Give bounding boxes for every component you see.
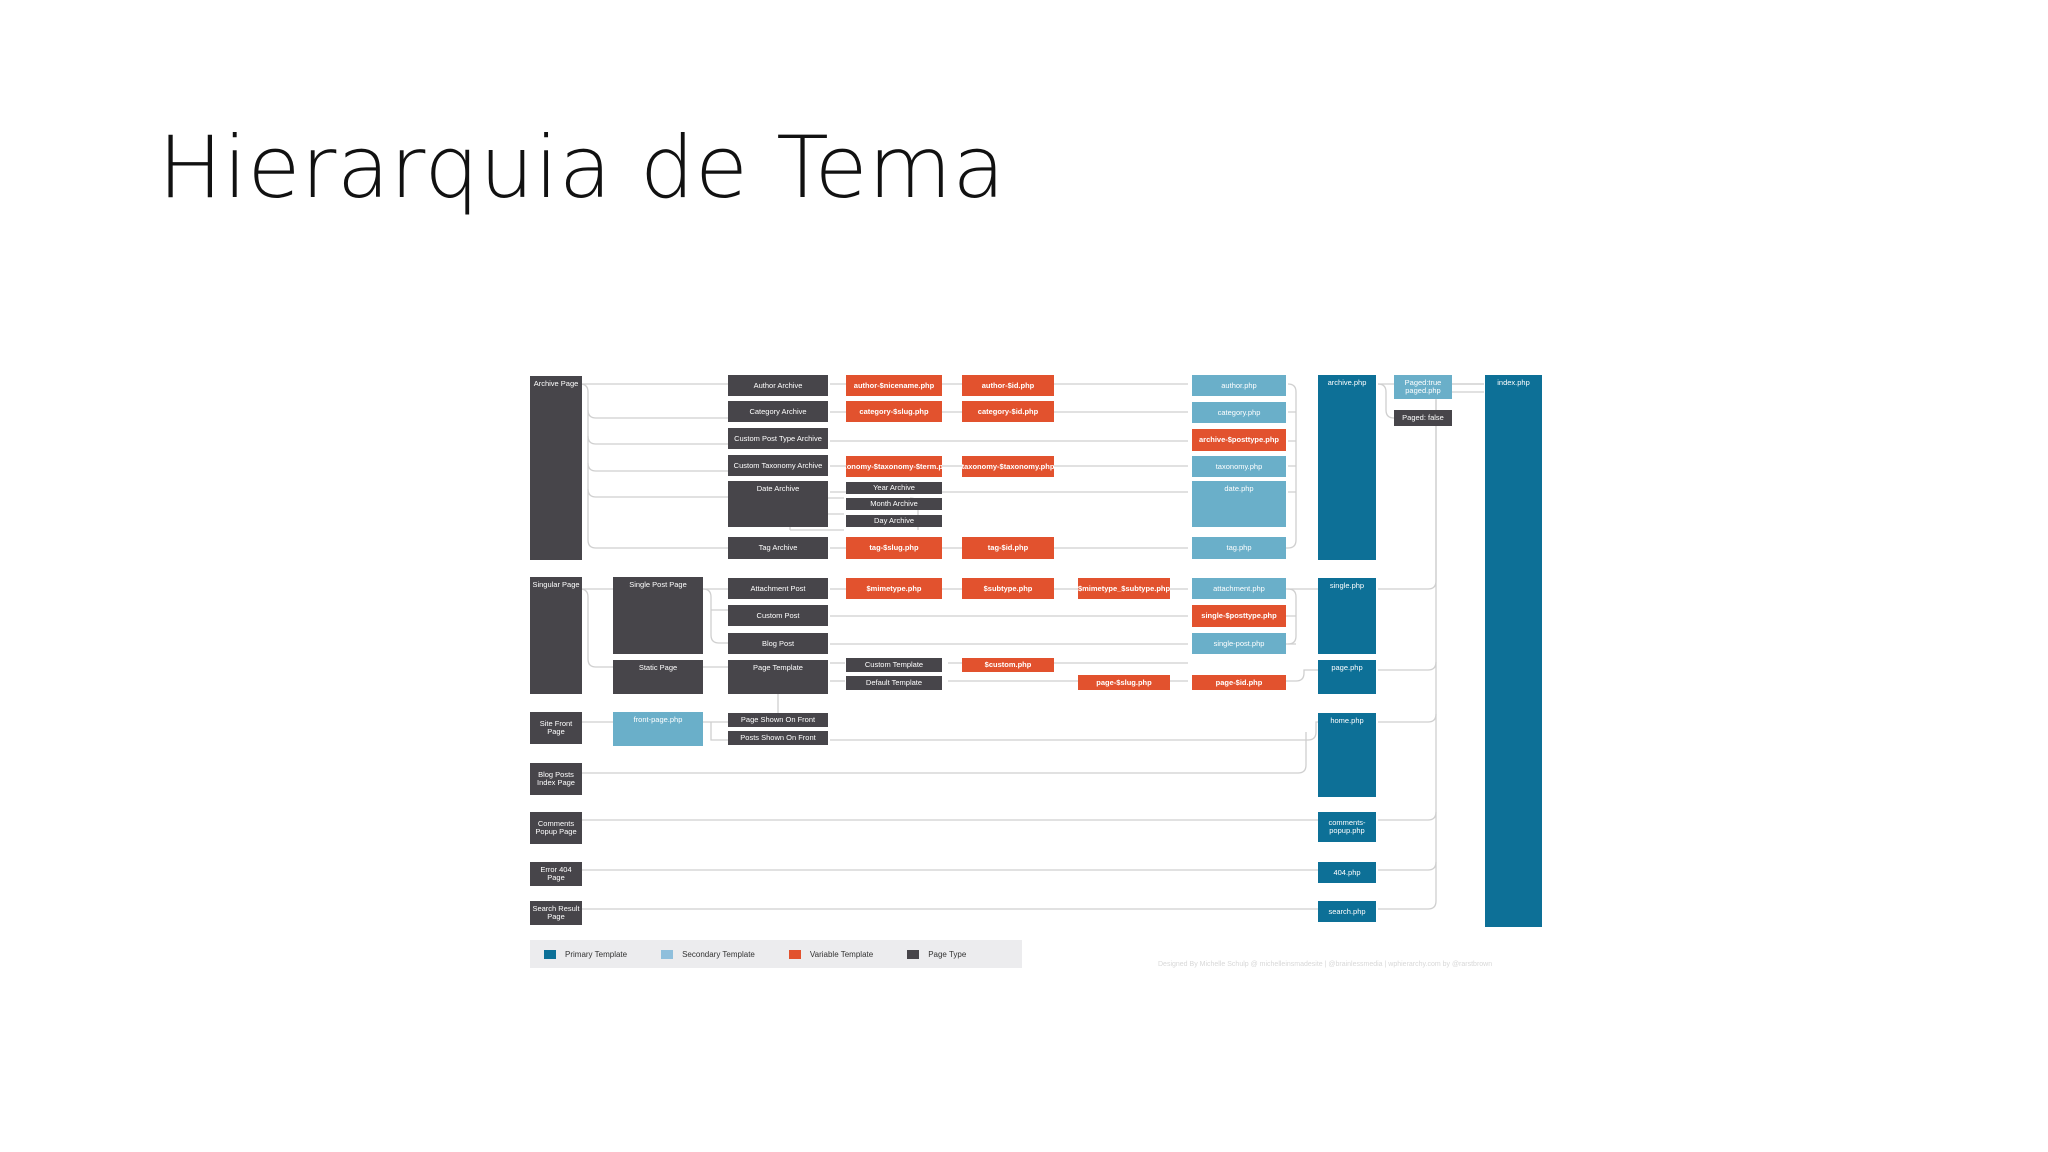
blog-posts-index-page-box: Blog Posts Index Page: [530, 763, 582, 795]
single-php-box: single.php: [1318, 578, 1376, 654]
tag-php-box: tag.php: [1192, 537, 1286, 559]
page-php-box: page.php: [1318, 660, 1376, 694]
author-php-box: author.php: [1192, 375, 1286, 396]
taxonomy-taxonomy-box: taxonomy-$taxonomy.php: [962, 456, 1054, 477]
page-id-box: page-$id.php: [1192, 675, 1286, 690]
custom-post-type-archive-box: Custom Post Type Archive: [728, 428, 828, 449]
comments-popup-page-box: Comments Popup Page: [530, 812, 582, 844]
error-404-page-box: Error 404 Page: [530, 862, 582, 886]
index-php-box: index.php: [1485, 375, 1542, 927]
default-template-box: Default Template: [846, 676, 942, 690]
day-archive-box: Day Archive: [846, 515, 942, 527]
author-nicename-box: author-$nicename.php: [846, 375, 942, 396]
category-php-box: category.php: [1192, 402, 1286, 423]
mimetype-subtype-box: $mimetype_$subtype.php: [1078, 578, 1170, 599]
month-archive-box: Month Archive: [846, 498, 942, 510]
home-php-box: home.php: [1318, 713, 1376, 797]
attachment-post-box: Attachment Post: [728, 578, 828, 599]
tag-id-box: tag-$id.php: [962, 537, 1054, 559]
archive-php-box: archive.php: [1318, 375, 1376, 560]
page-slug-box: page-$slug.php: [1078, 675, 1170, 690]
taxonomy-taxonomy-term-box: taxonomy-$taxonomy-$term.php: [846, 456, 942, 477]
custom-taxonomy-archive-box: Custom Taxonomy Archive: [728, 455, 828, 476]
date-archive-box: Date Archive: [728, 481, 828, 527]
front-page-php-box: front-page.php: [613, 712, 703, 746]
mimetype-box: $mimetype.php: [846, 578, 942, 599]
legend-item-secondary: Secondary Template: [661, 949, 755, 959]
legend-swatch-primary: [544, 949, 556, 959]
search-php-box: search.php: [1318, 901, 1376, 922]
tag-archive-box: Tag Archive: [728, 537, 828, 559]
legend-swatch-page-type: [907, 949, 920, 959]
static-page-box: Static Page: [613, 660, 703, 694]
custom-template-box: Custom Template: [846, 658, 942, 672]
404-php-box: 404.php: [1318, 862, 1376, 883]
date-php-box: date.php: [1192, 481, 1286, 527]
legend-label-variable: Variable Template: [809, 949, 874, 959]
paged-false-box: Paged: false: [1394, 410, 1452, 426]
posts-shown-on-front-box: Posts Shown On Front: [728, 731, 828, 745]
custom-post-box: Custom Post: [728, 605, 828, 626]
blog-post-box: Blog Post: [728, 633, 828, 654]
legend-swatch-secondary: [661, 949, 674, 959]
paged-true-box: Paged:true paged.php: [1394, 375, 1452, 399]
tag-slug-box: tag-$slug.php: [846, 537, 942, 559]
category-slug-box: category-$slug.php: [846, 401, 942, 422]
legend-label-secondary: Secondary Template: [682, 949, 755, 959]
legend-item-primary: Primary Template: [544, 949, 628, 959]
legend-label-page-type: Page Type: [928, 949, 967, 959]
attachment-php-box: attachment.php: [1192, 578, 1286, 599]
archive-posttype-box: archive-$posttype.php: [1192, 429, 1286, 451]
subtype-box: $subtype.php: [962, 578, 1054, 599]
single-post-php-box: single-post.php: [1192, 633, 1286, 654]
template-hierarchy-diagram: Archive Page Singular Page Site Front Pa…: [528, 370, 1542, 970]
legend-item-page-type: Page Type: [907, 949, 967, 959]
custom-php-box: $custom.php: [962, 658, 1054, 672]
author-id-box: author-$id.php: [962, 375, 1054, 396]
legend-label-primary: Primary Template: [565, 949, 628, 959]
taxonomy-php-box: taxonomy.php: [1192, 456, 1286, 477]
page-shown-on-front-box: Page Shown On Front: [728, 713, 828, 727]
archive-page-box: Archive Page: [530, 376, 582, 560]
diagram-credit: Designed By Michelle Schulp @ michellein…: [1158, 961, 1493, 968]
category-id-box: category-$id.php: [962, 401, 1054, 422]
site-front-page-box: Site Front Page: [530, 712, 582, 744]
diagram-legend: Primary Template Secondary Template Vari…: [530, 940, 1022, 968]
author-archive-box: Author Archive: [728, 375, 828, 396]
year-archive-box: Year Archive: [846, 482, 942, 494]
legend-item-variable: Variable Template: [788, 949, 874, 959]
singular-page-box: Singular Page: [530, 577, 582, 694]
single-post-page-box: Single Post Page: [613, 577, 703, 654]
search-result-page-box: Search Result Page: [530, 901, 582, 925]
legend-swatch-variable: [788, 949, 801, 959]
category-archive-box: Category Archive: [728, 401, 828, 422]
single-posttype-box: single-$posttype.php: [1192, 605, 1286, 627]
comments-popup-php-box: comments-popup.php: [1318, 812, 1376, 842]
page-template-box: Page Template: [728, 660, 828, 694]
slide-title: Hierarquia de Tema: [158, 118, 1006, 218]
